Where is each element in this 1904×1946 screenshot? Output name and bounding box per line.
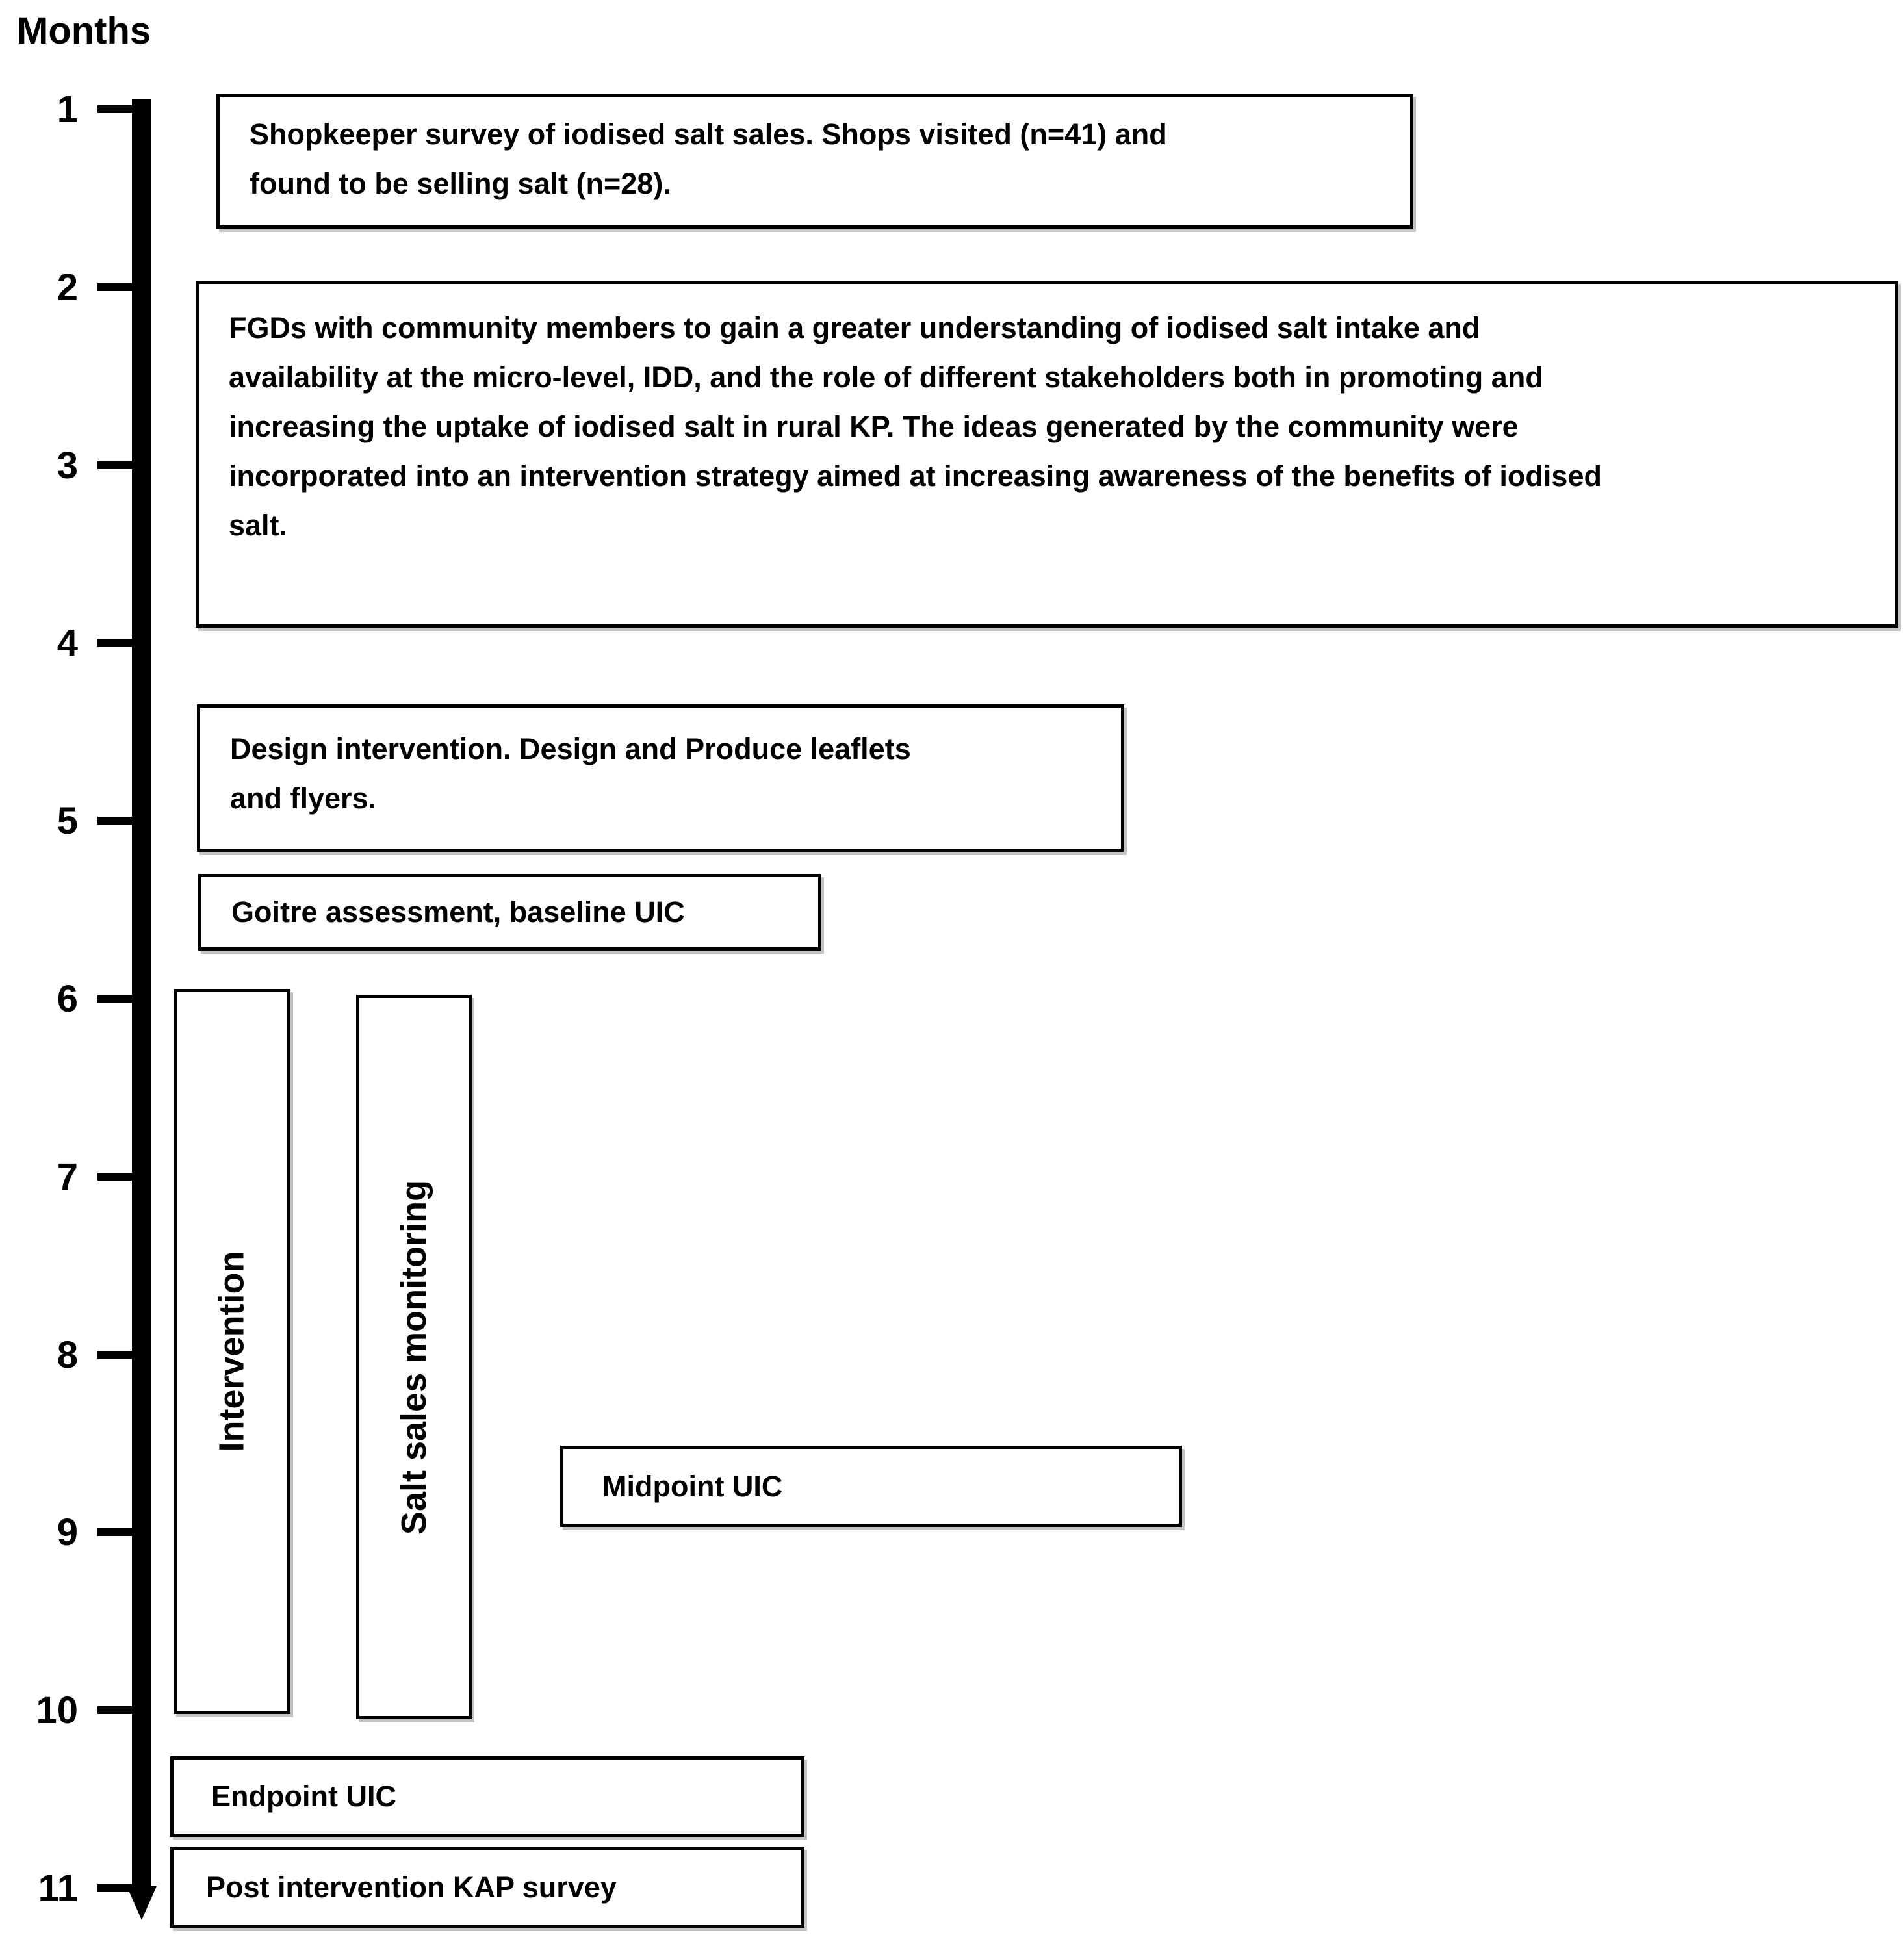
months-axis-title: Months (17, 10, 151, 52)
month-tick-label: 8 (57, 1333, 78, 1376)
month-tick (97, 1172, 135, 1181)
month-tick-label: 9 (57, 1511, 78, 1554)
event-box-midpoint-uic: Midpoint UIC (560, 1446, 1182, 1527)
month-tick-label: 11 (38, 1867, 78, 1910)
month-tick-label: 5 (57, 800, 78, 843)
month-tick (97, 1528, 135, 1537)
month-tick-label: 3 (57, 444, 78, 487)
intervention-vertical-label: Intervention (212, 1251, 251, 1452)
event-box-shopkeeper-survey: Shopkeeper survey of iodised salt sales.… (216, 94, 1413, 229)
event-box-design-intervention: Design intervention. Design and Produce … (197, 704, 1124, 852)
month-tick (97, 1350, 135, 1359)
timeline-bar (132, 99, 151, 1888)
month-tick-label: 4 (57, 622, 78, 665)
month-tick (97, 995, 135, 1003)
event-box-fgd: FGDs with community members to gain a gr… (196, 281, 1898, 628)
event-box-post-intervention-kap: Post intervention KAP survey (170, 1847, 804, 1928)
month-tick (97, 1706, 135, 1715)
month-tick (97, 105, 135, 113)
salt-sales-monitoring-vertical-label: Salt sales monitoring (394, 1179, 433, 1535)
month-tick-label: 1 (57, 88, 78, 131)
month-tick-label: 10 (36, 1689, 78, 1732)
month-tick (97, 283, 135, 291)
event-box-salt-sales-monitoring: Salt sales monitoring (356, 995, 472, 1719)
month-tick-label: 2 (57, 266, 78, 309)
month-tick (97, 461, 135, 469)
month-tick-label: 7 (57, 1155, 78, 1198)
event-box-goitre-baseline: Goitre assessment, baseline UIC (198, 874, 821, 951)
month-tick (97, 817, 135, 825)
month-tick (97, 1884, 135, 1892)
month-tick (97, 639, 135, 647)
event-box-endpoint-uic: Endpoint UIC (170, 1756, 804, 1837)
month-tick-label: 6 (57, 978, 78, 1020)
event-box-intervention: Intervention (174, 989, 290, 1714)
